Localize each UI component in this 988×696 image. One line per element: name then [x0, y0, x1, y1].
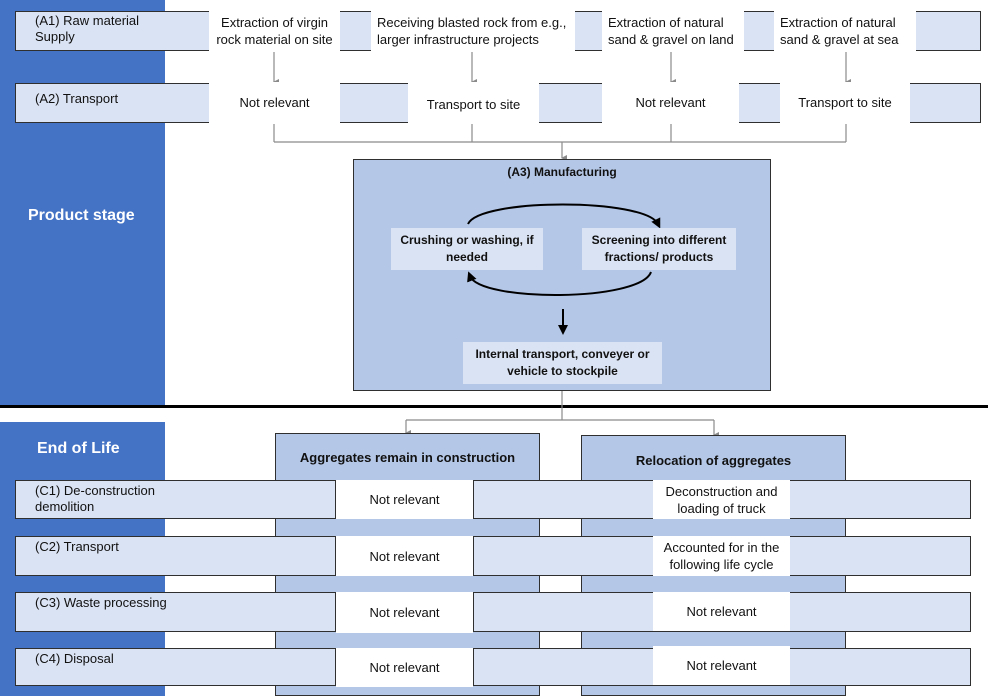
row-c3-left [15, 592, 336, 632]
row-c1-label: (C1) De-construction demolition [35, 483, 155, 514]
a2-cell-3: Not relevant [602, 82, 739, 123]
product-stage-sidebar [0, 0, 165, 405]
a1-cell-sand-sea: Extraction of natural sand & gravel at s… [774, 10, 916, 51]
product-stage-label: Product stage [28, 207, 135, 224]
row-c4-left [15, 648, 336, 686]
row-c2-left [15, 536, 336, 576]
c4-left-cell: Not relevant [336, 648, 473, 687]
a2-cell-1: Not relevant [209, 82, 340, 123]
a2-cell-4: Transport to site [780, 82, 910, 123]
end-of-life-label: End of Life [37, 440, 120, 457]
c1-left-cell: Not relevant [336, 480, 473, 519]
row-a2-label: (A2) Transport [35, 91, 119, 106]
a1-cell-virgin-rock: Extraction of virgin rock material on si… [209, 10, 340, 51]
c4-right-cell: Not relevant [653, 646, 790, 685]
row-c2-label: (C2) Transport [35, 539, 119, 554]
a1-cell-sand-land: Extraction of natural sand & gravel on l… [602, 10, 744, 51]
c2-right-cell: Accounted for in the following life cycl… [653, 536, 790, 576]
a2-cell-2: Transport to site [408, 82, 539, 123]
internal-transport-box: Internal transport, conveyer or vehicle … [463, 342, 662, 384]
a1-cell-blasted-rock: Receiving blasted rock from e.g., larger… [371, 10, 575, 51]
manufacturing-title: (A3) Manufacturing [507, 165, 617, 179]
row-c1-left [15, 480, 336, 519]
c1-right-cell: Deconstruction and loading of truck [653, 480, 790, 519]
c2-left-cell: Not relevant [336, 536, 473, 576]
crushing-box: Crushing or washing, if needed [391, 228, 543, 270]
screening-box: Screening into different fractions/ prod… [582, 228, 736, 270]
c3-left-cell: Not relevant [336, 592, 473, 633]
column-remain-heading: Aggregates remain in construction [299, 449, 516, 465]
row-a1-label: (A1) Raw material Supply [35, 13, 140, 44]
column-relocation-heading: Relocation of aggregates [635, 452, 792, 468]
c3-right-cell: Not relevant [653, 592, 790, 631]
row-c4-label: (C4) Disposal [35, 651, 114, 666]
stage-divider [0, 405, 988, 408]
row-c3-label: (C3) Waste processing [35, 595, 167, 610]
